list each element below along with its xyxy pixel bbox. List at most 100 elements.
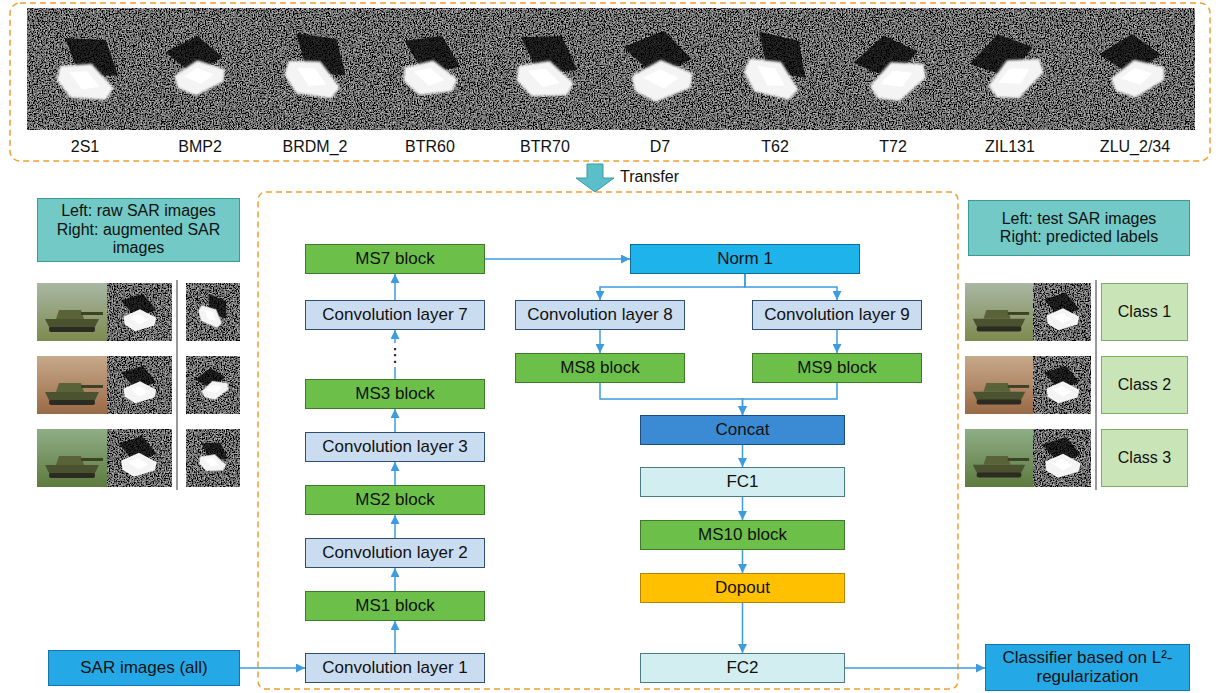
node-text: Convolution layer 3 bbox=[322, 437, 468, 457]
node-text: MS2 block bbox=[355, 490, 434, 510]
node-text: FC2 bbox=[726, 658, 758, 678]
conv-box: Convolution layer 8 bbox=[515, 300, 685, 330]
connector-arrow bbox=[742, 445, 744, 467]
conv-box: Convolution layer 7 bbox=[305, 300, 485, 330]
connector-arrow bbox=[745, 274, 837, 300]
class-name: T62 bbox=[720, 137, 830, 156]
transfer-label: Transfer bbox=[620, 167, 679, 186]
sar-chip bbox=[1033, 283, 1091, 341]
class-box: Class 3 bbox=[1101, 429, 1188, 487]
connector-arrow bbox=[240, 667, 305, 669]
connector-arrow bbox=[742, 497, 744, 520]
ms-block: MS8 block bbox=[515, 353, 685, 383]
connector-arrow bbox=[845, 667, 985, 669]
norm-box: Norm 1 bbox=[630, 244, 860, 274]
node-text: MS1 block bbox=[355, 596, 434, 616]
class-name: BMP2 bbox=[145, 137, 255, 156]
photo bbox=[965, 356, 1033, 414]
test-images bbox=[965, 280, 1096, 490]
divider bbox=[1096, 280, 1097, 490]
sar-target bbox=[118, 436, 156, 477]
sar-strip bbox=[27, 8, 1195, 130]
network-frame bbox=[258, 192, 958, 689]
sar-target bbox=[1044, 366, 1080, 403]
sar-target bbox=[121, 294, 157, 331]
input-box: SAR images (all) bbox=[48, 650, 240, 686]
class-name: D7 bbox=[605, 137, 715, 156]
photo bbox=[965, 429, 1033, 487]
node-text: Right: augmented SAR images bbox=[42, 221, 235, 258]
class-name: ZLU_2/34 bbox=[1080, 137, 1190, 156]
node-text: Class 3 bbox=[1118, 449, 1171, 467]
sar-chip bbox=[1033, 429, 1091, 487]
train-images bbox=[37, 280, 240, 490]
conv-box: Convolution layer 3 bbox=[305, 432, 485, 462]
vehicle bbox=[45, 456, 103, 478]
sar-target bbox=[1044, 293, 1080, 330]
node-text: MS3 block bbox=[355, 384, 434, 404]
sar-chip bbox=[186, 356, 240, 414]
class-box: Class 2 bbox=[1101, 356, 1188, 414]
class-box: Class 1 bbox=[1101, 283, 1188, 341]
ellipsis: ⋮ bbox=[385, 343, 405, 367]
node-text: Convolution layer 8 bbox=[527, 305, 673, 325]
node-text: Class 1 bbox=[1118, 303, 1171, 321]
sar-targets bbox=[46, 21, 1169, 112]
sar-chip bbox=[107, 283, 172, 341]
node-text: Convolution layer 1 bbox=[322, 658, 468, 678]
node-text: Convolution layer 2 bbox=[322, 543, 468, 563]
ms-block: MS10 block bbox=[640, 520, 845, 550]
sar-target bbox=[121, 366, 157, 403]
connector-arrow bbox=[394, 409, 396, 432]
connector-arrow bbox=[599, 330, 601, 353]
connector-arrow bbox=[394, 274, 396, 300]
sar-chip bbox=[107, 429, 172, 487]
class-name: BTR70 bbox=[490, 137, 600, 156]
connector-arrow bbox=[600, 383, 743, 415]
vehicle bbox=[973, 310, 1029, 331]
node-text: Concat bbox=[716, 420, 770, 440]
node-text: SAR images (all) bbox=[80, 658, 208, 678]
class-name: BRDM_2 bbox=[260, 137, 370, 156]
sar-chip bbox=[186, 429, 240, 487]
connector-arrow bbox=[394, 568, 396, 591]
connector-arrow bbox=[485, 258, 630, 260]
node-text: Classifier based on L²-regularization bbox=[990, 648, 1185, 687]
connector-arrow bbox=[394, 515, 396, 538]
conv-box: Convolution layer 1 bbox=[305, 653, 485, 683]
fc-box: FC1 bbox=[640, 467, 845, 497]
photo bbox=[37, 429, 107, 487]
node-text: Dopout bbox=[715, 578, 770, 598]
conv-box: Convolution layer 9 bbox=[752, 300, 922, 330]
class-name: T72 bbox=[838, 137, 948, 156]
dataset-frame bbox=[10, 3, 1210, 161]
divider bbox=[177, 280, 178, 490]
vehicle bbox=[973, 383, 1029, 404]
vehicle bbox=[973, 456, 1029, 477]
photo bbox=[965, 283, 1033, 341]
vehicle bbox=[45, 310, 103, 332]
node-text: Right: predicted labels bbox=[1000, 228, 1158, 246]
class-name: 2S1 bbox=[30, 137, 140, 156]
connector-arrow bbox=[742, 603, 744, 653]
node-text: FC1 bbox=[726, 472, 758, 492]
photo bbox=[37, 356, 107, 414]
sar-chip bbox=[186, 283, 240, 341]
caption-box: Left: raw SAR imagesRight: augmented SAR… bbox=[37, 198, 240, 262]
node-text: MS9 block bbox=[797, 358, 876, 378]
node-text: Class 2 bbox=[1118, 376, 1171, 394]
classifier-box: Classifier based on L²-regularization bbox=[985, 644, 1190, 691]
node-text: Left: raw SAR images bbox=[61, 202, 216, 220]
connector-arrow bbox=[836, 330, 838, 353]
node-text: Convolution layer 9 bbox=[764, 305, 910, 325]
fc-box: FC2 bbox=[640, 653, 845, 683]
ms-block: MS7 block bbox=[305, 244, 485, 274]
node-text: MS8 block bbox=[560, 358, 639, 378]
ms-block: MS1 block bbox=[305, 591, 485, 621]
node-text: MS7 block bbox=[355, 249, 434, 269]
ms-block: MS3 block bbox=[305, 379, 485, 409]
node-text: Left: test SAR images bbox=[1002, 210, 1157, 228]
connector-arrow bbox=[743, 383, 838, 415]
